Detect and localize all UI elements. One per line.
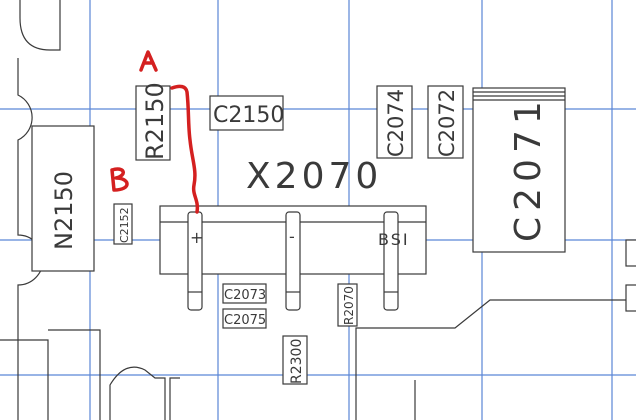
- c2075-label: C2075: [224, 313, 266, 328]
- x2070-pin-bsi: [383, 211, 399, 311]
- c2074-label: C2074: [384, 89, 408, 157]
- c2071-label: C2071: [508, 95, 549, 242]
- c2152-label: C2152: [118, 207, 131, 243]
- pin-bsi-label: BSI: [378, 230, 410, 249]
- n2150-outline: [31, 125, 95, 272]
- red-annotation-marks: [110, 50, 200, 214]
- c2073-label: C2073: [224, 288, 266, 303]
- c2073-outline: [222, 283, 267, 304]
- x2070-pin-minus: [285, 211, 301, 311]
- c2152-outline: [113, 203, 133, 245]
- r2300-label: R2300: [289, 339, 305, 384]
- c2072-outline: [427, 85, 464, 159]
- pin-minus-label: -: [289, 227, 295, 246]
- pin-plus-label: +: [190, 228, 203, 247]
- x2070-pin-plus: [187, 211, 203, 311]
- n2150-label: N2150: [50, 171, 78, 250]
- r2070-label: R2070: [342, 286, 356, 325]
- annotation-b-label: B: [0, 0, 1, 1]
- r2300-outline: [282, 335, 308, 385]
- x2070-label: X2070: [246, 156, 382, 197]
- lower-right-outline: [355, 239, 636, 420]
- c2074-outline: [376, 85, 413, 159]
- c2072-label: C2072: [435, 89, 459, 157]
- left-board-outline: [0, 0, 180, 420]
- r2150-label: R2150: [141, 82, 169, 160]
- r2070-outline: [337, 283, 358, 327]
- c2075-outline: [222, 308, 267, 329]
- c2150-outline: [209, 95, 284, 131]
- r2150-outline: [135, 85, 171, 161]
- c2150-label: C2150: [213, 103, 284, 128]
- c2071-outline: [472, 87, 566, 253]
